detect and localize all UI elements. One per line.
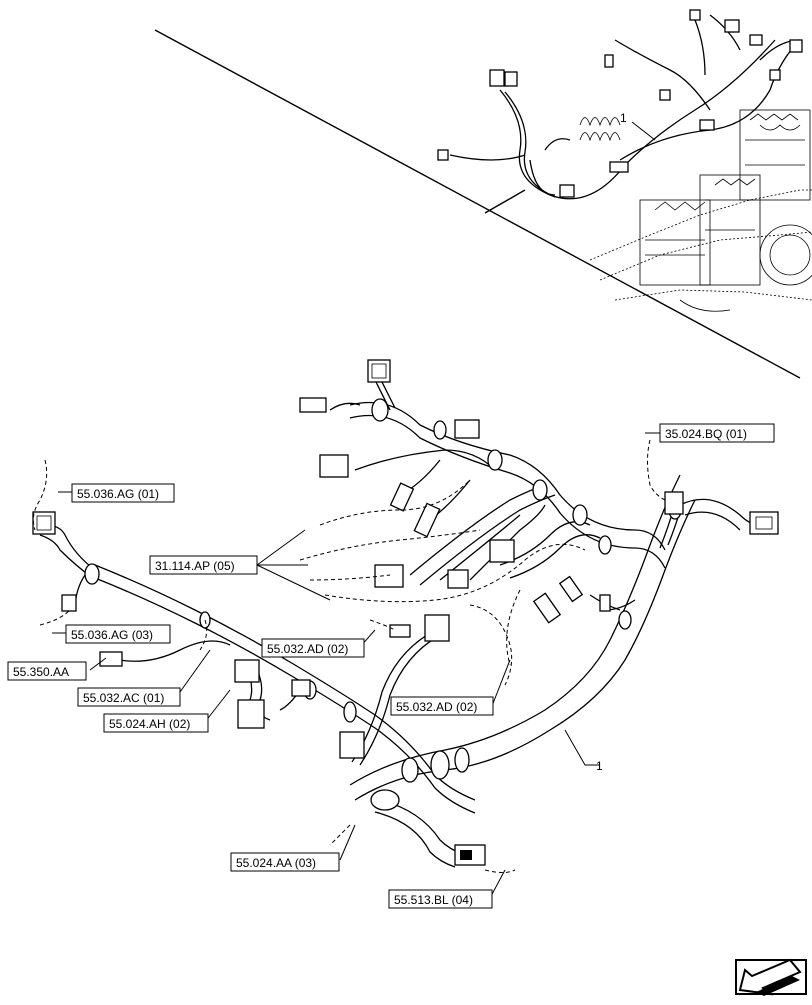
sensor [413,502,441,538]
svg-text:55.032.AC (01): 55.032.AC (01) [83,691,164,705]
svg-text:55.513.BL (04): 55.513.BL (04) [394,893,473,907]
connector [234,659,260,683]
svg-text:55.024.AA (03): 55.024.AA (03) [236,856,316,870]
label-55-036-ag-01: 55.036.AG (01) [71,483,175,503]
connector [291,679,311,697]
connector [61,594,77,612]
label-55-024-aa-03: 55.024.AA (03) [230,852,340,872]
connector [447,569,469,589]
inset-overview: 1 [154,9,812,379]
connector [664,491,684,515]
svg-text:55.032.AD (02): 55.032.AD (02) [396,700,477,714]
next-page-arrow-icon[interactable] [735,958,807,996]
inset-item-number: 1 [620,111,627,125]
connector [749,511,779,535]
connector [454,419,480,439]
machine-outline [589,109,812,312]
leader-lines [52,432,660,899]
svg-text:55.036.AG (03): 55.036.AG (03) [71,628,153,642]
label-35-024-bq-01: 35.024.BQ (01) [659,423,775,443]
label-55-036-ag-03: 55.036.AG (03) [65,624,171,644]
sensor [558,575,584,603]
svg-text:55.032.AD (02): 55.032.AD (02) [267,642,348,656]
svg-text:55.024.AH (02): 55.024.AH (02) [109,717,190,731]
label-31-114-ap-05: 31.114.AP (05) [149,555,258,575]
svg-text:31.114.AP (05): 31.114.AP (05) [155,559,235,573]
svg-text:35.024.BQ (01): 35.024.BQ (01) [665,427,747,441]
connector [389,624,411,638]
label-55-513-bl-04: 55.513.BL (04) [388,889,493,909]
connector [319,454,349,478]
reference-labels: 35.024.BQ (01) 55.036.AG (01) 31.114.AP … [7,423,775,909]
connector [32,511,56,535]
connector [99,651,123,667]
inset-harness: 1 [437,9,803,200]
main-harness: 1 [32,359,779,899]
connector [339,731,365,759]
connector [424,614,450,642]
label-55-032-ac-01: 55.032.AC (01) [77,687,181,707]
sensor [389,482,415,512]
label-55-350-aa: 55.350.AA [7,661,87,681]
label-55-032-ad-02-lower: 55.032.AD (02) [390,696,494,716]
label-55-032-ad-02-upper: 55.032.AD (02) [261,638,365,658]
connector [489,539,515,563]
dashed-leads [32,439,666,873]
svg-text:55.350.AA: 55.350.AA [13,665,69,679]
harness-connectors [32,359,779,866]
item-number: 1 [596,759,603,773]
sensor [532,592,562,624]
connector [374,564,404,588]
label-55-024-ah-02: 55.024.AH (02) [103,713,209,733]
sensor [599,594,611,612]
connector [367,359,391,383]
svg-text:55.036.AG (01): 55.036.AG (01) [77,487,159,501]
connector [299,397,327,413]
connector [237,699,265,729]
